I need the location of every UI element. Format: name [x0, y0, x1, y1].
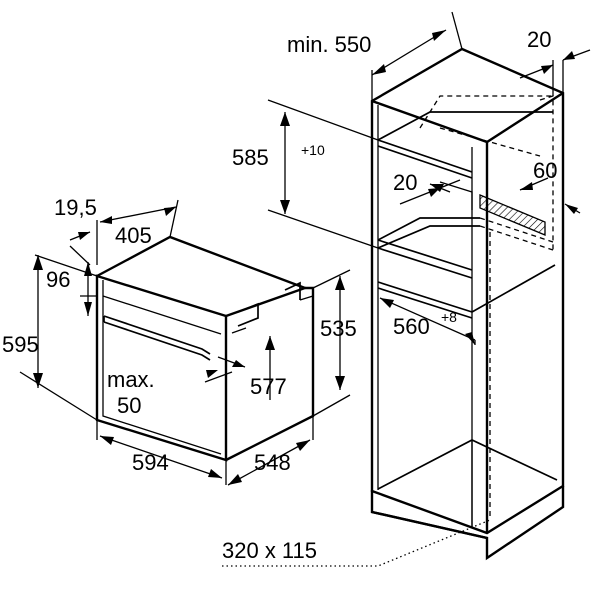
oven: [95, 235, 315, 462]
label-max: max.: [107, 367, 155, 392]
label-585-tolerance: +10: [301, 142, 325, 158]
label-20-shelf: 20: [393, 170, 417, 195]
label-595: 595: [2, 332, 39, 357]
label-max-50: 50: [117, 393, 141, 418]
label-20-top: 20: [527, 27, 551, 52]
label-19-5: 19,5: [54, 195, 97, 220]
label-min-550: min. 550: [287, 32, 371, 57]
tall-cabinet: [370, 47, 565, 561]
label-560: 560: [393, 314, 430, 339]
label-548: 548: [254, 450, 291, 475]
label-vent-size: 320 x 115: [222, 538, 317, 563]
label-535: 535: [320, 316, 357, 341]
dimension-labels: min. 550 20 585 +10 20 60 19,5 405 96 59…: [2, 27, 557, 563]
label-594: 594: [132, 450, 169, 475]
label-585: 585: [232, 145, 269, 170]
label-560-tolerance: +8: [441, 309, 457, 325]
label-577: 577: [250, 374, 287, 399]
label-405: 405: [115, 223, 152, 248]
label-96: 96: [46, 267, 70, 292]
label-60: 60: [533, 158, 557, 183]
dimension-lines: [19, 11, 591, 567]
